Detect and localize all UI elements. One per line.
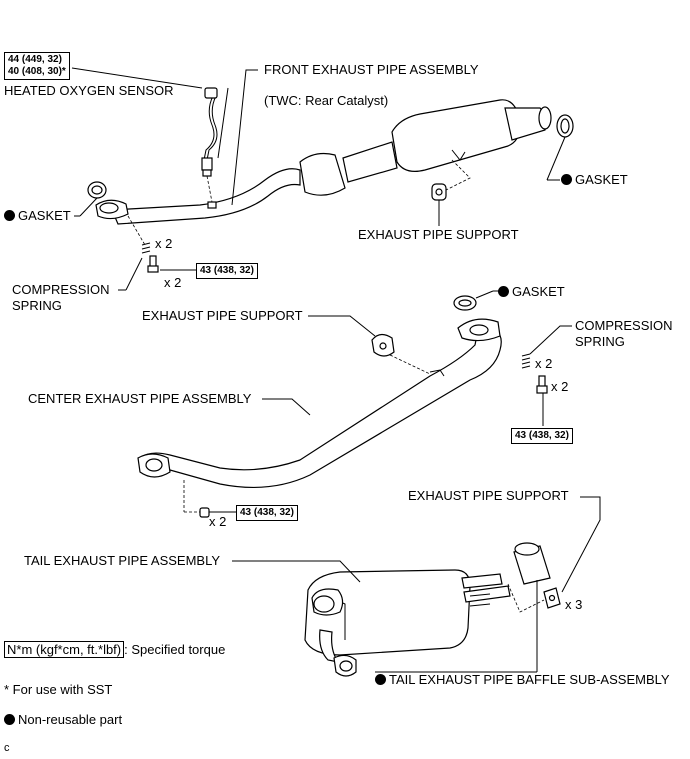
legend-non-reusable-text: Non-reusable part <box>18 712 123 727</box>
x2-spring-right-label: x 2 <box>535 356 553 371</box>
torque-sensor-line1: 44 (449, 32) <box>8 54 62 65</box>
gasket-left-label: GASKET <box>4 209 71 223</box>
exhaust-support-tail-label: EXHAUST PIPE SUPPORT <box>408 488 569 503</box>
torque-sensor-box: 44 (449, 32) 40 (408, 30)* <box>4 52 70 80</box>
twc-note-label: (TWC: Rear Catalyst) <box>264 93 389 108</box>
compression-spring-right-line1: COMPRESSION <box>575 318 673 333</box>
gasket-top-label: GASKET <box>561 173 628 187</box>
gasket-center-text: GASKET <box>512 284 565 299</box>
x2-bolt-right-label: x 2 <box>551 379 569 394</box>
torque-sensor-line2: 40 (408, 30)* <box>8 66 66 77</box>
right-spring-bolt-drawing <box>521 353 548 394</box>
x2-bolt-front-label: x 2 <box>164 275 182 290</box>
tail-exhaust-pipe-label: TAIL EXHAUST PIPE ASSEMBLY <box>24 553 221 568</box>
compression-spring-right-line2: SPRING <box>575 334 625 349</box>
heated-oxygen-sensor-label: HEATED OXYGEN SENSOR <box>4 83 174 98</box>
exhaust-support-top-label: EXHAUST PIPE SUPPORT <box>358 227 519 242</box>
torque-front-box: 43 (438, 32) <box>196 263 258 279</box>
heated-oxygen-sensor-drawing <box>201 87 218 203</box>
non-reusable-dot-icon <box>4 210 15 221</box>
legend-sst-note: * For use with SST <box>4 682 113 697</box>
x3-support-label: x 3 <box>565 597 583 612</box>
legend-torque-unit: N*m (kgf*cm, ft.*lbf) <box>4 641 125 658</box>
tail-baffle-label: TAIL EXHAUST PIPE BAFFLE SUB-ASSEMBLY <box>375 673 670 687</box>
exhaust-support-center-label: EXHAUST PIPE SUPPORT <box>142 308 303 323</box>
non-reusable-dot-icon <box>498 286 509 297</box>
center-exhaust-pipe-label: CENTER EXHAUST PIPE ASSEMBLY <box>28 391 252 406</box>
gasket-center-label: GASKET <box>498 285 565 299</box>
legend-non-reusable: Non-reusable part <box>4 713 122 727</box>
x2-center-label: x 2 <box>209 514 227 529</box>
compression-spring-left-line2: SPRING <box>12 298 62 313</box>
center-pipe-drawing <box>139 326 502 488</box>
gasket-top-text: GASKET <box>575 172 628 187</box>
x2-spring-front-label: x 2 <box>155 236 173 251</box>
legend-torque: N*m (kgf*cm, ft.*lbf): Specified torque <box>4 641 226 658</box>
torque-center-box: 43 (438, 32) <box>236 505 298 521</box>
figure-code: c <box>4 742 10 754</box>
legend-torque-desc: : Specified torque <box>124 642 226 657</box>
non-reusable-dot-icon <box>4 714 15 725</box>
compression-spring-left-line1: COMPRESSION <box>12 282 110 297</box>
front-exhaust-pipe-drawing <box>95 99 552 225</box>
front-exhaust-pipe-label: FRONT EXHAUST PIPE ASSEMBLY <box>264 62 479 77</box>
non-reusable-dot-icon <box>375 674 386 685</box>
non-reusable-dot-icon <box>561 174 572 185</box>
tail-baffle-text: TAIL EXHAUST PIPE BAFFLE SUB-ASSEMBLY <box>389 672 670 687</box>
front-spring-bolt-drawing <box>127 215 159 273</box>
leader-o2 <box>217 87 229 159</box>
torque-right-box: 43 (438, 32) <box>511 428 573 444</box>
center-bolt-drawing <box>199 507 210 518</box>
gasket-left-text: GASKET <box>18 208 71 223</box>
tail-pipe-drawing <box>304 569 511 677</box>
